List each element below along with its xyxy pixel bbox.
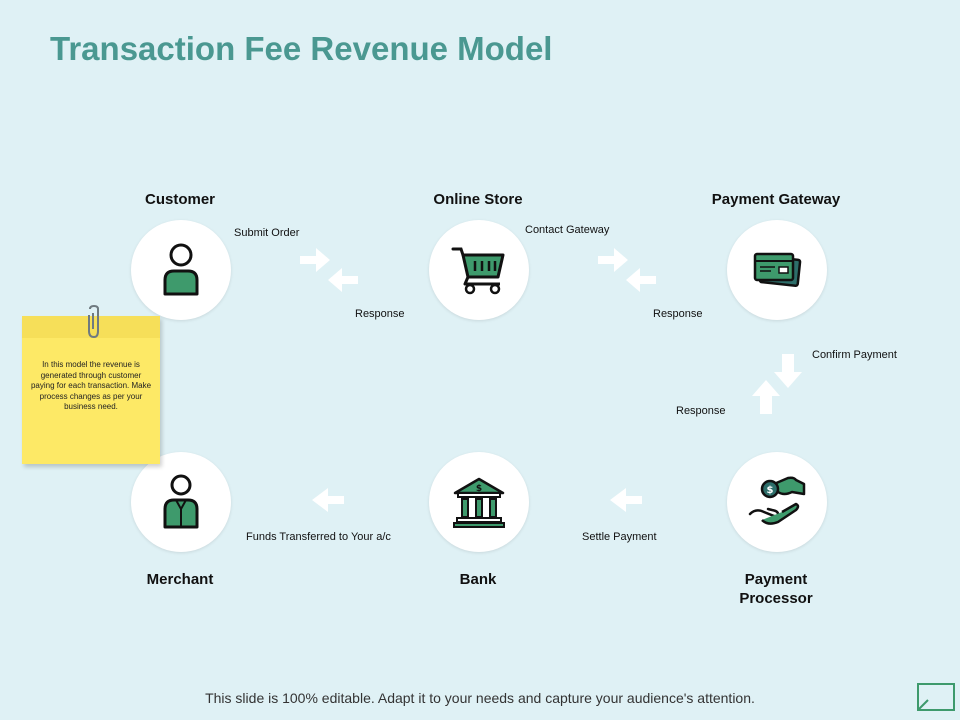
sticky-note: In this model the revenue is generated t… xyxy=(22,316,160,464)
payment-gateway-node xyxy=(727,220,827,320)
sticky-note-tape xyxy=(22,316,160,338)
footer-text: This slide is 100% editable. Adapt it to… xyxy=(205,690,755,706)
merchant-person-icon xyxy=(163,474,199,529)
response-label-3: Response xyxy=(676,405,726,417)
payment-processor-label: Payment Processor xyxy=(739,571,813,607)
svg-text:$: $ xyxy=(476,484,482,494)
funds-transferred-label: Funds Transferred to Your a/c xyxy=(246,531,391,543)
processor-bank-arrow xyxy=(610,488,642,512)
confirm-payment-label: Confirm Payment xyxy=(812,349,897,361)
page-title: Transaction Fee Revenue Model xyxy=(50,30,553,67)
bank-label: Bank xyxy=(459,571,497,588)
payment-processor-node: $ xyxy=(727,452,827,552)
gateway-processor-arrows xyxy=(752,354,802,414)
customer-store-arrows xyxy=(300,248,358,292)
user-icon xyxy=(163,243,199,296)
response-label-2: Response xyxy=(653,308,703,320)
sticky-note-text: In this model the revenue is generated t… xyxy=(30,360,152,411)
bank-building-icon: $ xyxy=(453,477,505,528)
merchant-label: Merchant xyxy=(146,571,214,588)
payment-gateway-label: Payment Gateway xyxy=(711,191,841,208)
merchant-node xyxy=(131,452,231,552)
paperclip-icon xyxy=(88,305,99,339)
store-gateway-arrows xyxy=(598,248,656,292)
svg-text:$: $ xyxy=(767,485,774,496)
credit-cards-icon xyxy=(753,252,802,287)
customer-label: Customer xyxy=(144,191,215,208)
corner-slide-icon xyxy=(917,683,955,711)
shopping-cart-icon xyxy=(451,247,505,295)
hand-coin-icon: $ xyxy=(748,476,806,525)
customer-node xyxy=(131,220,231,320)
settle-payment-label: Settle Payment xyxy=(582,531,657,543)
bank-merchant-arrow xyxy=(312,488,344,512)
online-store-node xyxy=(429,220,529,320)
online-store-label: Online Store xyxy=(433,191,523,208)
submit-order-label: Submit Order xyxy=(234,227,300,239)
response-label-1: Response xyxy=(355,308,405,320)
contact-gateway-label: Contact Gateway xyxy=(525,224,610,236)
bank-node: $ xyxy=(429,452,529,552)
